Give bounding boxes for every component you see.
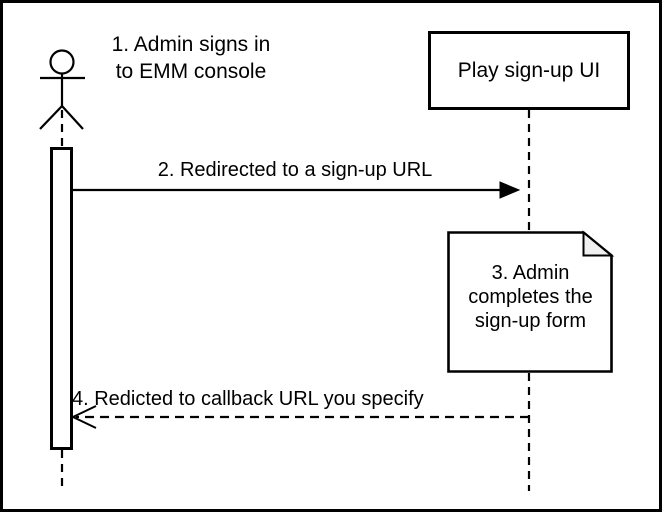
activation-bar — [50, 147, 73, 450]
actor-leg-right — [61, 105, 84, 130]
message-2-label: 2. Redirected to a sign-up URL — [157, 159, 433, 181]
message-4-label: 4. Redicted to callback URL you specify — [72, 388, 424, 410]
participant-box: Play sign-up UI — [428, 31, 630, 110]
note-shape — [447, 230, 615, 373]
message-4-arrowhead — [70, 405, 97, 429]
actor-head — [49, 49, 75, 75]
actor-label: 1. Admin signs in to EMM console — [111, 33, 271, 83]
message-2-arrowhead — [499, 181, 521, 199]
note-outline — [447, 231, 613, 373]
actor-leg-left — [39, 105, 63, 130]
note-label: 3. Admin completes the sign-up form — [468, 262, 593, 332]
message-4-arrow — [70, 405, 529, 429]
message-2-arrow — [73, 181, 521, 199]
note-fold-corner — [582, 230, 615, 257]
participant-label: Play sign-up UI — [457, 58, 601, 82]
actor-icon — [39, 49, 85, 130]
